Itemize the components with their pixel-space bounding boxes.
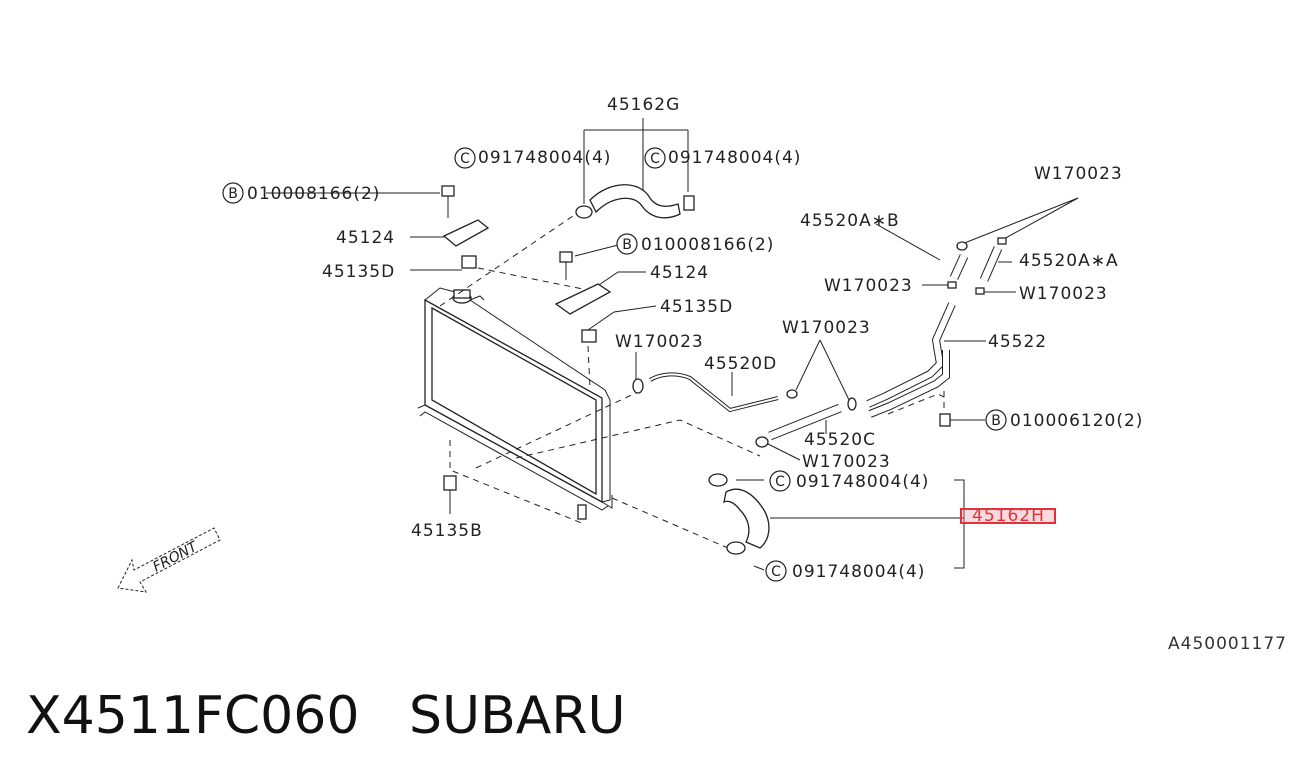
hose-clip bbox=[975, 287, 985, 295]
parts bbox=[441, 184, 1007, 555]
callout-circle-c bbox=[644, 147, 666, 169]
bolt bbox=[441, 185, 455, 197]
part-labels: 45162G 091748004(4) 091748004(4) 0100081… bbox=[247, 95, 1143, 582]
front-arrow: FRONT bbox=[117, 527, 221, 593]
hose-clamp bbox=[726, 541, 746, 555]
label-45135B: 45135B bbox=[411, 521, 483, 541]
label-091748004-c: 091748004(4) bbox=[796, 472, 929, 492]
callout-letter-b: B bbox=[622, 237, 632, 253]
upper-hose bbox=[589, 184, 681, 219]
lower-hose bbox=[723, 488, 770, 549]
hose-clip bbox=[847, 397, 857, 411]
label-010006120: 010006120(2) bbox=[1010, 411, 1143, 431]
bracket bbox=[442, 219, 490, 247]
hose-clip bbox=[947, 281, 957, 289]
label-W170023-mid: W170023 bbox=[615, 332, 704, 352]
label-45162H[interactable]: 45162H bbox=[972, 506, 1045, 526]
callout-letter-b: B bbox=[991, 413, 1001, 429]
callout-letter-c: C bbox=[650, 151, 660, 167]
footer-title: X4511FC060 SUBARU bbox=[26, 684, 626, 748]
bolt bbox=[559, 251, 573, 263]
part-number: X4511FC060 bbox=[26, 686, 360, 746]
label-W170023-center: W170023 bbox=[782, 318, 871, 338]
hose-clamp bbox=[575, 205, 593, 219]
callout-letter-c: C bbox=[775, 474, 785, 490]
hose-clamp bbox=[683, 195, 695, 211]
rubber-mount bbox=[581, 329, 597, 343]
label-45124-a: 45124 bbox=[336, 228, 395, 248]
label-45522: 45522 bbox=[988, 332, 1047, 352]
callout-circle-b bbox=[985, 409, 1007, 431]
leader-lines bbox=[266, 118, 1079, 571]
label-45162G: 45162G bbox=[607, 95, 680, 115]
callout-letter-c: C bbox=[771, 564, 781, 580]
callout-circle-c bbox=[454, 147, 476, 169]
hose-clip bbox=[956, 241, 968, 251]
label-45520C: 45520C bbox=[804, 430, 876, 450]
label-010008166-a: 010008166(2) bbox=[247, 184, 380, 204]
callout-circle-c bbox=[769, 470, 791, 492]
callout-circles: C C B B B C C bbox=[222, 147, 1007, 582]
diagram-id: A450001177 bbox=[1168, 634, 1287, 654]
callout-letter-b: B bbox=[228, 186, 238, 202]
rubber-mount bbox=[461, 255, 477, 269]
brand-name: SUBARU bbox=[409, 686, 626, 746]
label-091748004-a: 091748004(4) bbox=[478, 148, 611, 168]
callout-circle-b bbox=[616, 233, 638, 255]
label-010008166-b: 010008166(2) bbox=[641, 235, 774, 255]
label-W170023-top: W170023 bbox=[1034, 164, 1123, 184]
label-W170023-right: W170023 bbox=[1019, 284, 1108, 304]
hose-clamp bbox=[708, 473, 728, 487]
label-45124-b: 45124 bbox=[650, 263, 709, 283]
front-label: FRONT bbox=[150, 538, 201, 575]
label-45520A-A: 45520A∗A bbox=[1019, 251, 1119, 271]
callout-circle-b bbox=[222, 182, 244, 204]
bracket bbox=[554, 283, 612, 315]
callout-circle-c bbox=[765, 560, 787, 582]
label-W170023-left: W170023 bbox=[824, 276, 913, 296]
highlighted-part-45162H[interactable] bbox=[960, 508, 1056, 524]
hose-clip bbox=[632, 378, 644, 394]
label-45135D-b: 45135D bbox=[660, 297, 733, 317]
radiator bbox=[417, 287, 613, 520]
hose-clip bbox=[755, 436, 769, 448]
label-091748004-d: 091748004(4) bbox=[792, 562, 925, 582]
rubber-mount bbox=[443, 475, 457, 491]
label-W170023-low: W170023 bbox=[802, 452, 891, 472]
hose-clip bbox=[997, 237, 1007, 245]
label-091748004-b: 091748004(4) bbox=[668, 148, 801, 168]
bolt bbox=[939, 413, 951, 427]
label-45520A-B: 45520A∗B bbox=[800, 211, 900, 231]
callout-letter-c: C bbox=[460, 151, 470, 167]
radiator-cap bbox=[452, 289, 472, 304]
label-45135D-a: 45135D bbox=[322, 262, 395, 282]
hose-clip bbox=[786, 389, 798, 399]
label-45520D: 45520D bbox=[704, 354, 777, 374]
